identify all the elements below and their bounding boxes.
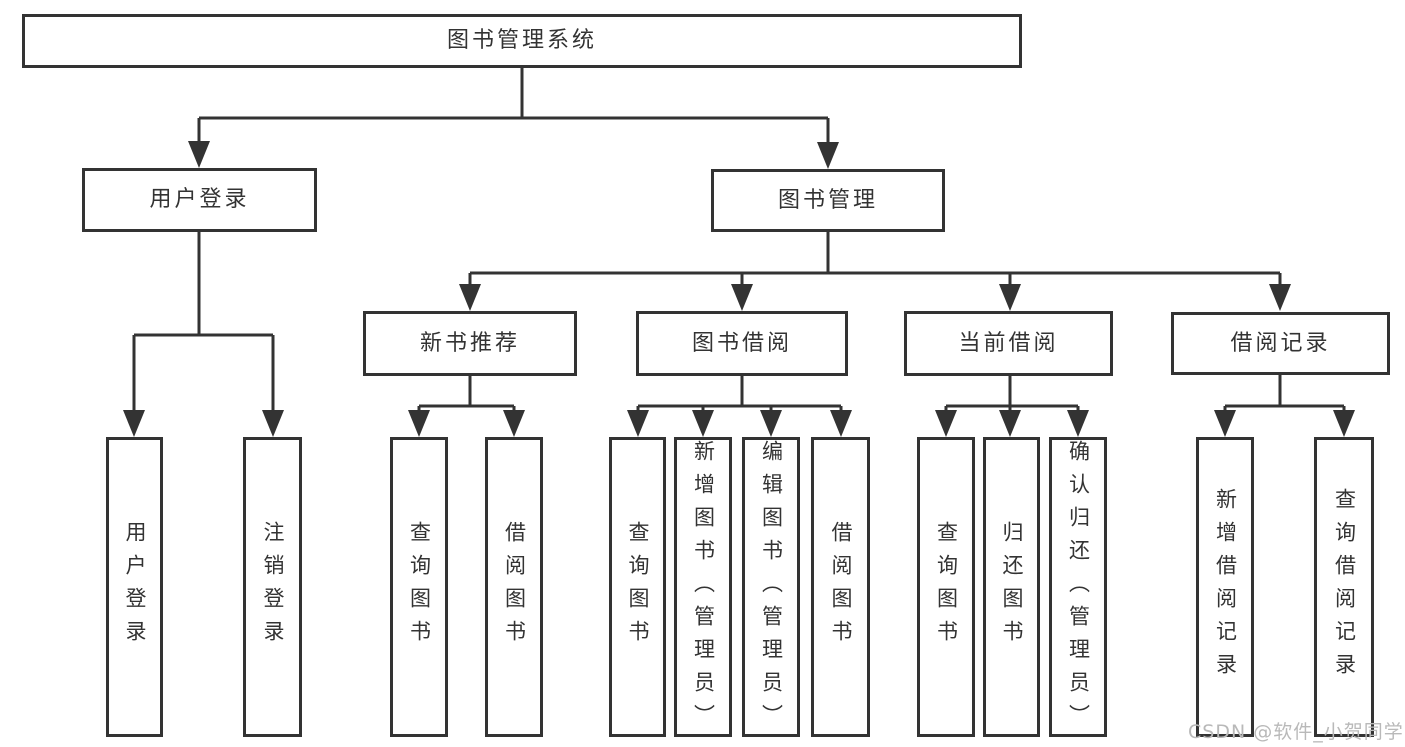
node-user-login: 用户登录: [82, 168, 317, 232]
leaf-query-books-current: 查询图书: [917, 437, 975, 737]
csdn-watermark: CSDN @软件_小贺同学: [1188, 721, 1404, 743]
node-book-management: 图书管理: [711, 169, 945, 232]
node-current-borrowing: 当前借阅: [904, 311, 1113, 376]
leaf-query-books-borrowing: 查询图书: [609, 437, 666, 737]
node-root: 图书管理系统: [22, 14, 1022, 68]
node-book-borrowing: 图书借阅: [636, 311, 848, 376]
node-new-book-recommend: 新书推荐: [363, 311, 577, 376]
node-borrowing-records: 借阅记录: [1171, 312, 1390, 375]
leaf-add-book-admin: 新增图书（管理员）: [674, 437, 732, 737]
leaf-logout: 注销登录: [243, 437, 302, 737]
leaf-query-borrow-record: 查询借阅记录: [1314, 437, 1374, 737]
leaf-borrow-books-recommend: 借阅图书: [485, 437, 543, 737]
leaf-confirm-return-admin: 确认归还（管理员）: [1049, 437, 1107, 737]
leaf-return-book: 归还图书: [983, 437, 1040, 737]
leaf-query-books-recommend: 查询图书: [390, 437, 448, 737]
leaf-add-borrow-record: 新增借阅记录: [1196, 437, 1254, 737]
leaf-edit-book-admin: 编辑图书（管理员）: [742, 437, 800, 737]
leaf-borrow-books-borrowing: 借阅图书: [811, 437, 870, 737]
leaf-user-login: 用户登录: [106, 437, 163, 737]
